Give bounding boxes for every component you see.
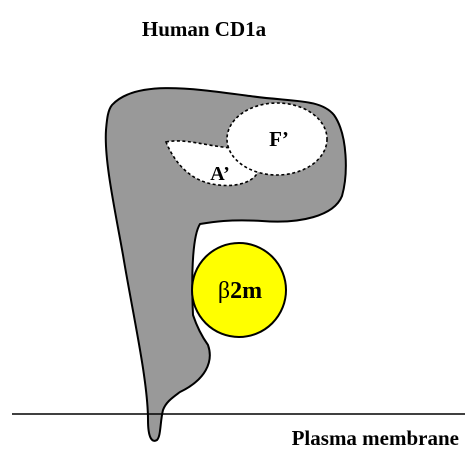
a-prime-label: A’: [210, 163, 230, 185]
f-prime-label: F’: [269, 127, 289, 151]
b2m-label-suffix: 2m: [230, 278, 262, 304]
plasma-membrane-label: Plasma membrane: [292, 426, 459, 450]
b2m-label-greek: β: [218, 278, 230, 304]
diagram-title: Human CD1a: [142, 17, 267, 41]
b2m-label: β2m: [218, 278, 262, 304]
